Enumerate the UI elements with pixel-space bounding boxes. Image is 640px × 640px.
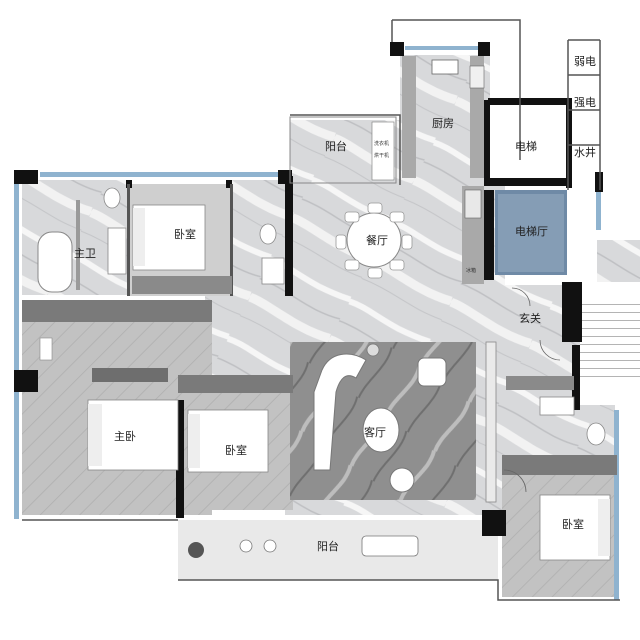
balcony-top-frame	[289, 116, 397, 184]
balcony-stool-2	[263, 539, 277, 553]
floor-stairs	[580, 300, 640, 380]
floor-balcony-bottom	[178, 520, 498, 580]
wall-bedroom-top-divider	[230, 184, 233, 296]
bed-bedroom-right-pillows	[598, 499, 610, 556]
vanity-bedroom-top-bath	[261, 257, 285, 285]
elevator-hall-stone	[498, 194, 564, 272]
label-balcony-top: 阳台	[325, 140, 347, 153]
door-swings	[503, 287, 561, 493]
toilet-right-bath	[586, 422, 606, 446]
kitchen-counter-left	[402, 56, 416, 178]
entrance-bath-vanity	[539, 396, 575, 416]
outline-walls	[22, 19, 620, 601]
side-chair	[389, 467, 415, 493]
label-elevator-hall: 电梯厅	[515, 225, 548, 238]
dining-set	[335, 202, 413, 279]
shoe-cabinet	[506, 376, 574, 390]
balcony-stool-1	[239, 539, 253, 553]
label-bedroom-middle: 卧室	[225, 444, 247, 457]
coffee-table	[362, 407, 400, 453]
window-top-bath	[40, 172, 280, 177]
label-fridge: 冰箱	[466, 268, 477, 274]
toilet-master-bath	[103, 187, 121, 209]
kitchen-hob	[431, 59, 459, 75]
bathtub	[37, 231, 73, 293]
bed-master-pillows	[88, 404, 102, 466]
tv-wall	[485, 341, 497, 503]
bed-bedroom-middle	[187, 409, 269, 473]
wardrobe-bedroom-right	[502, 455, 617, 475]
bed-bedroom-middle-pillows	[188, 414, 200, 468]
floor-elevator	[488, 105, 566, 185]
floor-marble-corridor	[205, 295, 295, 375]
window-kitchen-top	[405, 46, 485, 50]
wardrobe-bedroom-top	[132, 276, 232, 294]
label-dryer: 烘干机	[374, 153, 390, 159]
label-balcony-bottom: 阳台	[317, 540, 339, 553]
wall-master-bath-divider	[127, 184, 130, 296]
label-washer: 洗衣机	[374, 141, 390, 147]
label-master-bath: 主卫	[74, 247, 96, 260]
label-dining: 餐厅	[366, 234, 388, 247]
label-strong-current: 强电	[574, 96, 596, 109]
wardrobe-bedroom-middle	[178, 375, 293, 393]
fridge-inner	[464, 189, 482, 219]
sofa-curved	[313, 353, 367, 471]
balcony-plant	[188, 542, 204, 558]
partition-master-bath	[76, 200, 80, 290]
window-right-top	[596, 190, 601, 230]
label-elevator: 电梯	[515, 140, 537, 153]
window-right-bedroom	[614, 410, 619, 600]
desk-master	[39, 337, 53, 361]
kitchen-sink	[469, 65, 485, 89]
wardrobe-master	[22, 300, 212, 322]
window-left	[14, 184, 19, 519]
laundry-cabinet	[371, 121, 395, 181]
label-living: 客厅	[364, 426, 386, 439]
bed-master	[87, 399, 179, 471]
label-water-shaft: 水井	[574, 146, 596, 159]
label-bedroom-top: 卧室	[174, 228, 196, 241]
lounge-chair	[361, 535, 419, 557]
vanity-master-bath	[107, 227, 127, 275]
armchair-top	[417, 357, 447, 387]
master-sofa-band	[92, 368, 168, 382]
floor-marble-right-strip	[597, 240, 640, 282]
label-kitchen: 厨房	[432, 117, 454, 130]
label-entrance: 玄关	[519, 312, 541, 325]
label-weak-current: 弱电	[574, 55, 596, 68]
side-table-top	[366, 343, 380, 357]
bed-bedroom-top-pillows	[133, 208, 145, 266]
label-master-bedroom: 主卧	[114, 430, 136, 443]
label-bedroom-right: 卧室	[562, 518, 584, 531]
toilet-bedroom-top-bath	[259, 223, 277, 245]
